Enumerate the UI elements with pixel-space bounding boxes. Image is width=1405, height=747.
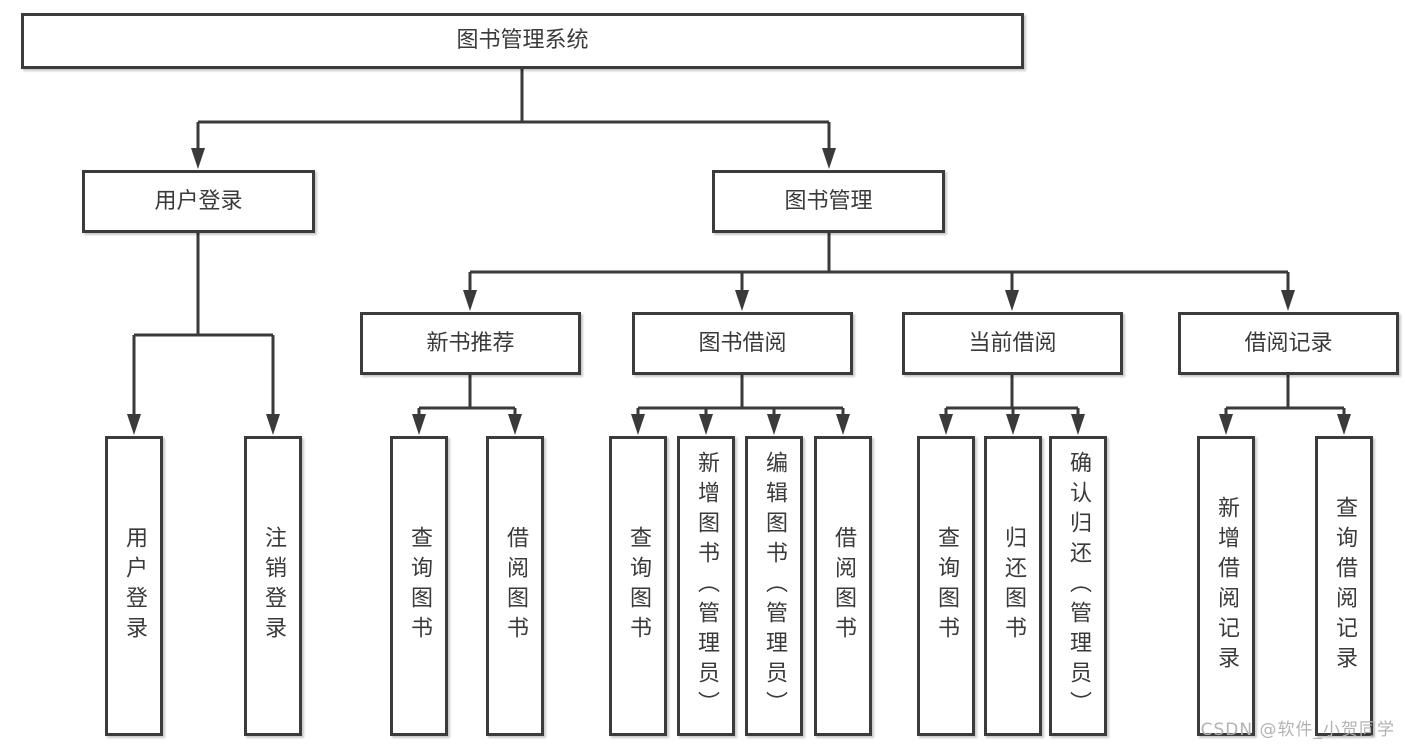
- node-current-borrowing-label: 当前借阅: [968, 330, 1057, 356]
- leaf-query-books-current-label: 查询图书: [934, 526, 959, 646]
- leaf-return-books-label: 归还图书: [1001, 526, 1026, 646]
- node-book-management-label: 图书管理: [784, 188, 873, 214]
- leaf-query-borrow-record: 查询借阅记录: [1315, 436, 1373, 736]
- arrowhead-icon: [127, 414, 141, 435]
- arrowhead-icon: [412, 414, 426, 435]
- leaf-logout-login-label: 注销登录: [261, 526, 286, 646]
- leaf-query-books-borrowing: 查询图书: [609, 436, 667, 736]
- leaf-query-borrow-record-label: 查询借阅记录: [1332, 496, 1357, 676]
- connector-borrow-records-to-leaves: [1224, 375, 1346, 416]
- leaf-user-login: 用户登录: [105, 436, 163, 736]
- watermark: CSDN @软件_小贺同学: [1200, 720, 1395, 740]
- arrowhead-icon: [699, 414, 713, 435]
- node-borrow-records: 借阅记录: [1178, 312, 1399, 375]
- leaf-query-books-recommend: 查询图书: [390, 436, 448, 736]
- leaf-return-books: 归还图书: [984, 436, 1042, 736]
- arrowhead-icon: [836, 414, 850, 435]
- arrowhead-icon: [939, 414, 953, 435]
- arrowhead-icon: [191, 148, 205, 169]
- node-book-borrowing-label: 图书借阅: [698, 330, 787, 356]
- arrowhead-icon: [266, 414, 280, 435]
- connector-user-login-to-leaves: [132, 233, 275, 416]
- leaf-query-books-borrowing-label: 查询图书: [626, 526, 651, 646]
- leaf-add-borrow-record-label: 新增借阅记录: [1214, 496, 1239, 676]
- arrowhead-icon: [822, 148, 836, 169]
- node-book-borrowing: 图书借阅: [632, 312, 853, 375]
- arrowhead-icon: [1337, 414, 1351, 435]
- leaf-borrow-books-borrowing: 借阅图书: [814, 436, 872, 736]
- node-new-book-recommendation-label: 新书推荐: [426, 330, 515, 356]
- leaf-query-books-current: 查询图书: [917, 436, 975, 736]
- node-user-login-label: 用户登录: [154, 188, 243, 214]
- leaf-borrow-books-recommend-label: 借阅图书: [503, 526, 528, 646]
- connector-new-book-to-leaves: [417, 375, 517, 416]
- arrowhead-icon: [508, 414, 522, 435]
- leaf-add-books-admin: 新增图书（管理员）: [677, 436, 735, 736]
- arrowhead-icon: [735, 290, 749, 311]
- arrowhead-icon: [1006, 414, 1020, 435]
- leaf-user-login-label: 用户登录: [122, 526, 147, 646]
- leaf-confirm-return-admin-label: 确认归还（管理员）: [1066, 451, 1091, 721]
- connector-current-borrowing-to-leaves: [944, 375, 1080, 416]
- leaf-edit-books-admin-label: 编辑图书（管理员）: [762, 451, 787, 721]
- arrowhead-icon: [1219, 414, 1233, 435]
- arrowhead-icon: [1071, 414, 1085, 435]
- leaf-borrow-books-recommend: 借阅图书: [486, 436, 544, 736]
- arrowhead-icon: [463, 290, 477, 311]
- node-user-login: 用户登录: [82, 170, 315, 233]
- leaf-confirm-return-admin: 确认归还（管理员）: [1049, 436, 1107, 736]
- leaf-borrow-books-borrowing-label: 借阅图书: [831, 526, 856, 646]
- arrowhead-icon: [631, 414, 645, 435]
- connector-book-borrowing-to-leaves: [636, 375, 845, 416]
- node-book-management: 图书管理: [712, 170, 945, 233]
- node-current-borrowing: 当前借阅: [902, 312, 1123, 375]
- arrowhead-icon: [767, 414, 781, 435]
- node-library-management-system-label: 图书管理系统: [456, 28, 589, 53]
- arrowhead-icon: [1281, 290, 1295, 311]
- node-new-book-recommendation: 新书推荐: [360, 312, 581, 375]
- leaf-logout-login: 注销登录: [244, 436, 302, 736]
- node-library-management-system: 图书管理系统: [21, 13, 1024, 69]
- leaf-add-borrow-record: 新增借阅记录: [1197, 436, 1255, 736]
- arrowhead-icon: [1005, 290, 1019, 311]
- leaf-add-books-admin-label: 新增图书（管理员）: [694, 451, 719, 721]
- connector-book-management-to-level3: [468, 233, 1290, 292]
- node-borrow-records-label: 借阅记录: [1244, 330, 1333, 356]
- leaf-query-books-recommend-label: 查询图书: [407, 526, 432, 646]
- connector-root-to-level2: [196, 69, 831, 150]
- leaf-edit-books-admin: 编辑图书（管理员）: [745, 436, 803, 736]
